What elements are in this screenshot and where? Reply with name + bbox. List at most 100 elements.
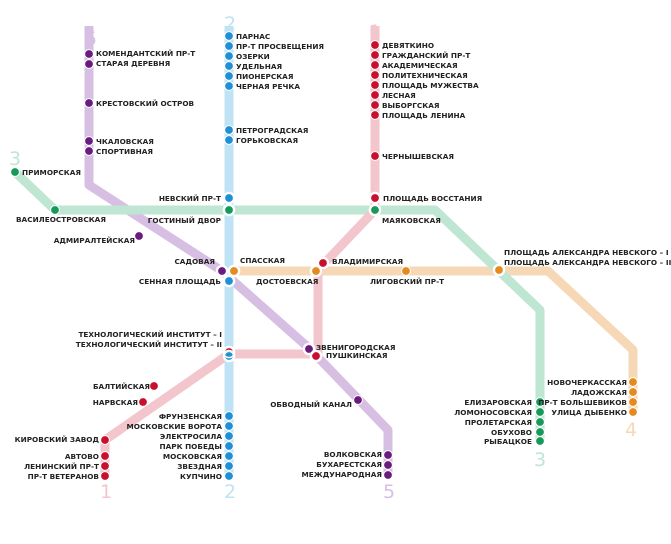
station-dot[interactable] bbox=[224, 71, 234, 81]
station-dot[interactable] bbox=[311, 351, 321, 361]
station-l1-2[interactable] bbox=[370, 60, 380, 70]
station-l1-7[interactable] bbox=[370, 110, 380, 120]
station-l1-5[interactable] bbox=[370, 90, 380, 100]
station-dot[interactable] bbox=[224, 51, 234, 61]
station-dot[interactable] bbox=[224, 135, 234, 145]
station-l2-2[interactable] bbox=[224, 51, 234, 61]
station-l4-6[interactable] bbox=[628, 397, 638, 407]
station-dot[interactable] bbox=[383, 470, 393, 480]
station-dot[interactable] bbox=[370, 90, 380, 100]
station-dot[interactable] bbox=[84, 136, 94, 146]
station-dot[interactable] bbox=[353, 395, 363, 405]
station-l5-1[interactable] bbox=[84, 59, 94, 69]
station-dot[interactable] bbox=[224, 125, 234, 135]
station-dot[interactable] bbox=[100, 461, 110, 471]
station-l1-9[interactable] bbox=[370, 193, 380, 203]
station-l4-2[interactable] bbox=[401, 266, 411, 276]
station-l5-11[interactable] bbox=[383, 470, 393, 480]
station-dot[interactable] bbox=[224, 41, 234, 51]
station-l5-10[interactable] bbox=[383, 460, 393, 470]
station-dot[interactable] bbox=[383, 450, 393, 460]
station-l2-0[interactable] bbox=[224, 31, 234, 41]
station-dot[interactable] bbox=[370, 110, 380, 120]
station-l3-3[interactable] bbox=[370, 205, 380, 215]
station-l2-7[interactable] bbox=[224, 135, 234, 145]
station-l2-11[interactable] bbox=[224, 411, 234, 421]
station-l1-10[interactable] bbox=[318, 258, 328, 268]
station-dot[interactable] bbox=[224, 276, 234, 286]
station-dot[interactable] bbox=[224, 205, 234, 215]
station-l2-6[interactable] bbox=[224, 125, 234, 135]
station-dot[interactable] bbox=[84, 59, 94, 69]
station-dot[interactable] bbox=[370, 40, 380, 50]
station-l5-3[interactable] bbox=[84, 136, 94, 146]
station-l1-16[interactable] bbox=[100, 451, 110, 461]
station-dot[interactable] bbox=[311, 266, 321, 276]
station-dot[interactable] bbox=[628, 397, 638, 407]
station-dot[interactable] bbox=[100, 451, 110, 461]
station-dot[interactable] bbox=[224, 81, 234, 91]
station-l1-13[interactable] bbox=[149, 381, 159, 391]
station-l4-7[interactable] bbox=[628, 407, 638, 417]
station-dot[interactable] bbox=[383, 460, 393, 470]
station-dot[interactable] bbox=[304, 344, 314, 354]
station-dot[interactable] bbox=[535, 397, 545, 407]
station-dot[interactable] bbox=[224, 411, 234, 421]
station-l2-16[interactable] bbox=[224, 461, 234, 471]
station-dot[interactable] bbox=[217, 266, 227, 276]
station-dot[interactable] bbox=[535, 427, 545, 437]
station-l4-0[interactable] bbox=[229, 266, 239, 276]
station-l1-1[interactable] bbox=[370, 50, 380, 60]
station-dot[interactable] bbox=[100, 435, 110, 445]
station-l1-8[interactable] bbox=[370, 151, 380, 161]
station-dot[interactable] bbox=[224, 441, 234, 451]
station-l1-6[interactable] bbox=[370, 100, 380, 110]
station-l2-5[interactable] bbox=[224, 81, 234, 91]
station-dot[interactable] bbox=[224, 451, 234, 461]
station-l2-13[interactable] bbox=[224, 431, 234, 441]
station-l3-7[interactable] bbox=[535, 417, 545, 427]
station-dot[interactable] bbox=[229, 266, 239, 276]
station-dot[interactable] bbox=[50, 205, 60, 215]
station-l4-3[interactable] bbox=[494, 265, 504, 275]
station-l5-4[interactable] bbox=[84, 146, 94, 156]
station-dot[interactable] bbox=[401, 266, 411, 276]
station-dot[interactable] bbox=[224, 31, 234, 41]
station-dot[interactable] bbox=[370, 193, 380, 203]
station-l3-0[interactable] bbox=[10, 167, 20, 177]
station-l3-2[interactable] bbox=[224, 205, 234, 215]
station-l3-8[interactable] bbox=[535, 427, 545, 437]
station-l1-11[interactable] bbox=[311, 351, 321, 361]
station-dot[interactable] bbox=[10, 167, 20, 177]
station-l2-3[interactable] bbox=[224, 61, 234, 71]
station-dot[interactable] bbox=[535, 436, 545, 446]
station-dot[interactable] bbox=[370, 60, 380, 70]
station-l3-6[interactable] bbox=[535, 407, 545, 417]
station-l2-12[interactable] bbox=[224, 421, 234, 431]
station-l1-17[interactable] bbox=[100, 461, 110, 471]
station-dot[interactable] bbox=[224, 61, 234, 71]
station-l5-2[interactable] bbox=[84, 98, 94, 108]
station-dot[interactable] bbox=[628, 387, 638, 397]
station-dot[interactable] bbox=[224, 471, 234, 481]
station-dot[interactable] bbox=[224, 193, 234, 203]
station-l2-17[interactable] bbox=[224, 471, 234, 481]
station-dot[interactable] bbox=[84, 49, 94, 59]
station-l3-5[interactable] bbox=[535, 397, 545, 407]
station-dot[interactable] bbox=[494, 265, 504, 275]
station-l2-8[interactable] bbox=[224, 193, 234, 203]
station-dot[interactable] bbox=[318, 258, 328, 268]
station-l2-14[interactable] bbox=[224, 441, 234, 451]
station-dot[interactable] bbox=[628, 407, 638, 417]
station-l5-8[interactable] bbox=[353, 395, 363, 405]
station-dot[interactable] bbox=[535, 407, 545, 417]
station-dot[interactable] bbox=[149, 381, 159, 391]
station-l1-0[interactable] bbox=[370, 40, 380, 50]
station-dot[interactable] bbox=[628, 377, 638, 387]
station-l3-9[interactable] bbox=[535, 436, 545, 446]
station-l1-3[interactable] bbox=[370, 70, 380, 80]
station-l5-5[interactable] bbox=[134, 231, 144, 241]
station-l5-0[interactable] bbox=[84, 49, 94, 59]
station-dot[interactable] bbox=[134, 231, 144, 241]
station-dot[interactable] bbox=[84, 146, 94, 156]
